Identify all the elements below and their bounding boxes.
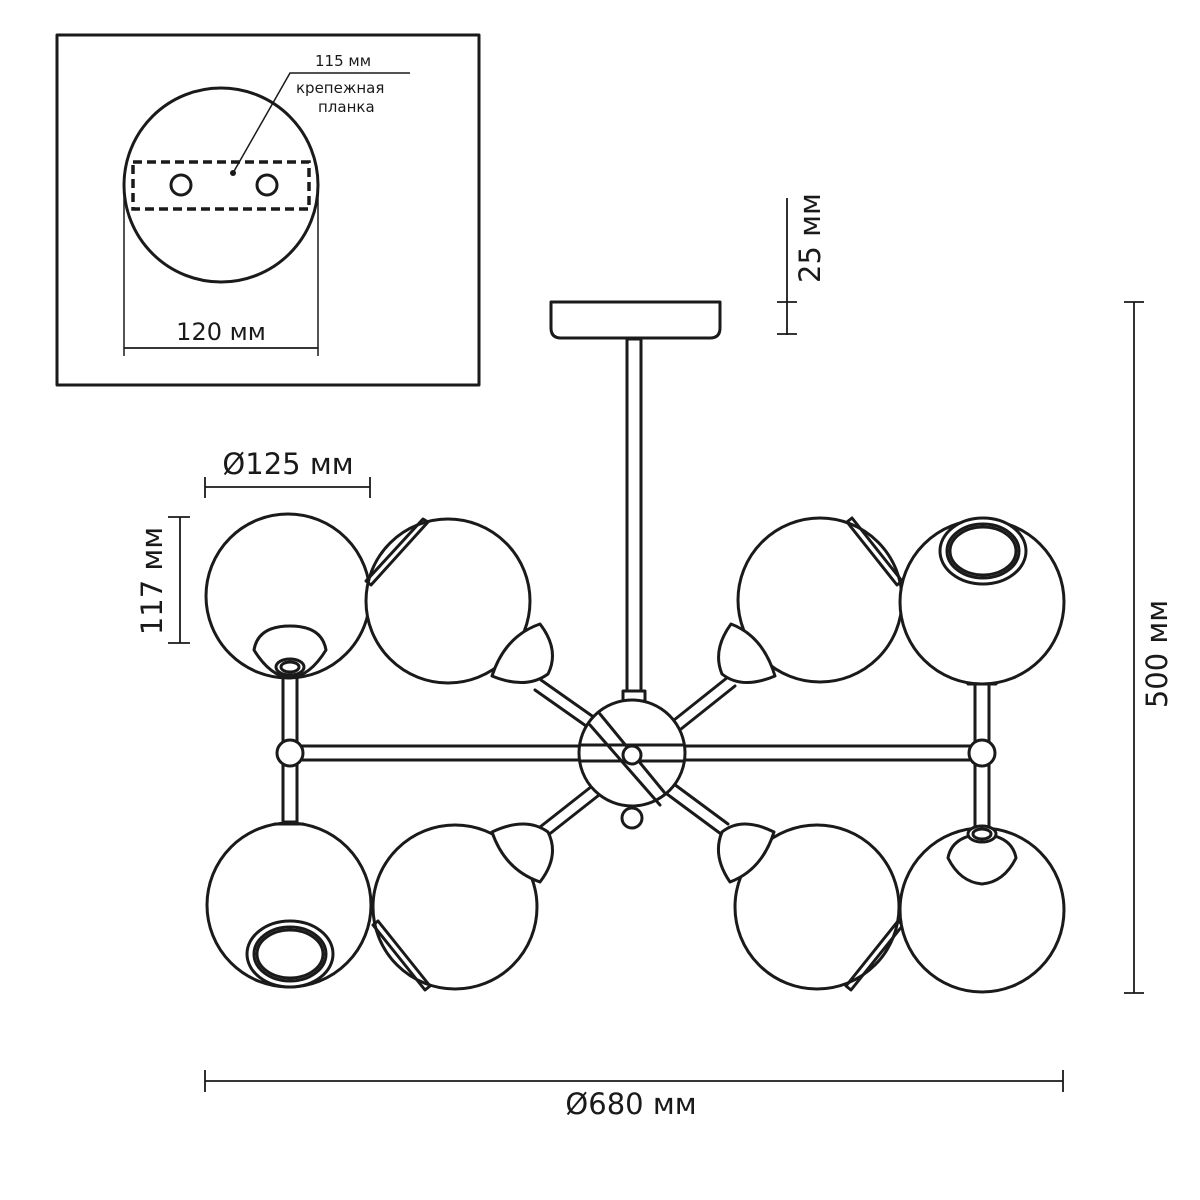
globe-8: [898, 824, 1066, 994]
shade-width-label: Ø125 мм: [222, 447, 353, 481]
ceiling-canopy: [549, 300, 722, 340]
globe-1: [204, 512, 372, 680]
stem-dimension: 25 мм: [777, 193, 827, 335]
plate-name-line2: планка: [318, 98, 375, 116]
plate-leader-line: [232, 72, 410, 174]
inset-frame: [55, 33, 481, 387]
globe-3: [717, 516, 904, 684]
mounting-plate-outline: [131, 160, 311, 211]
mounting-hole-left: [169, 173, 193, 197]
height-dimension: 500 мм: [1124, 301, 1174, 994]
shade-height-dimension: 117 мм: [135, 516, 190, 644]
globe-6: [371, 822, 554, 992]
globe-7: [716, 822, 905, 992]
overall-diameter-dimension: Ø680 мм: [204, 1070, 1064, 1121]
shade-height-label: 117 мм: [135, 527, 169, 635]
plate-name-line1: крепежная: [296, 79, 384, 97]
hub-center-dot: [621, 744, 643, 766]
chandelier: [204, 300, 1066, 994]
globe-4: [898, 516, 1066, 686]
mounting-plate-inset: 115 мм крепежная планка 120 мм: [55, 33, 481, 387]
height-dimension-label: 500 мм: [1140, 600, 1174, 708]
shade-width-dimension: Ø125 мм: [204, 447, 371, 498]
mounting-hole-right: [255, 173, 279, 197]
stem-dimension-label: 25 мм: [793, 193, 827, 283]
canopy-circle: [122, 86, 320, 284]
right-joint: [967, 738, 997, 768]
left-joint: [275, 738, 305, 768]
globe-2: [364, 517, 554, 685]
stem-rod: [625, 337, 643, 701]
overall-diameter-label: Ø680 мм: [565, 1087, 696, 1121]
plate-length-label: 115 мм: [315, 52, 371, 70]
hub-finial: [620, 806, 644, 830]
canopy-diameter-label: 120 мм: [176, 318, 266, 346]
globe-5: [205, 821, 373, 989]
